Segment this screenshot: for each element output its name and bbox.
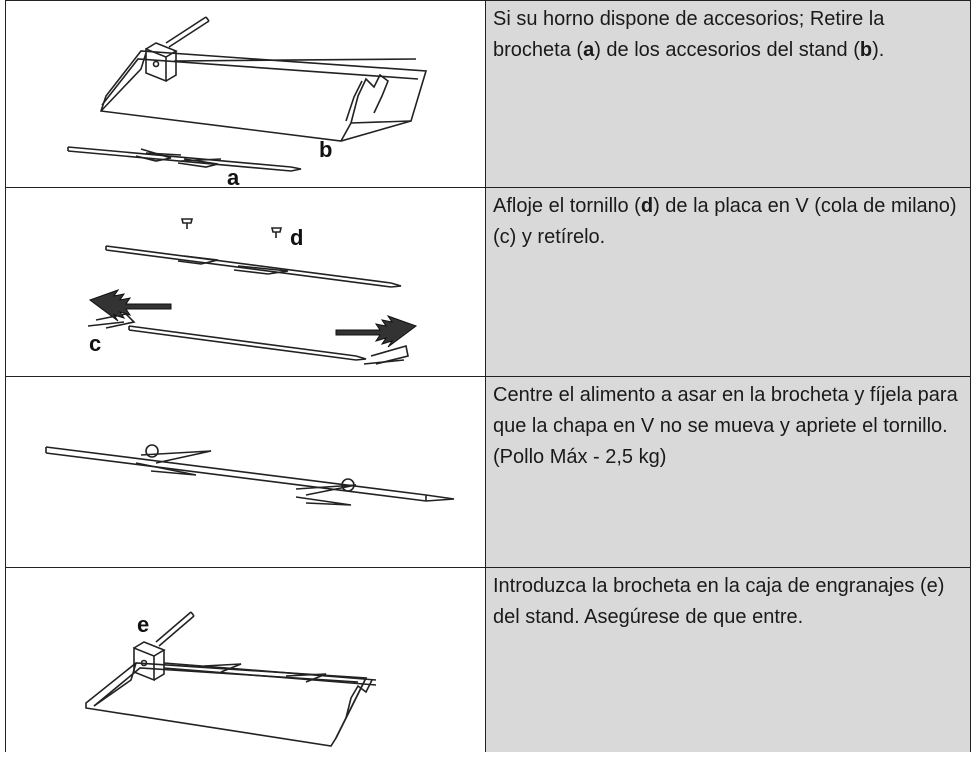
step-2-illustration-cell: d c — [5, 187, 486, 377]
step-1-text: Si su horno dispone de accesorios; Retir… — [493, 8, 885, 61]
step-1-illustration-cell: a b — [5, 0, 486, 188]
step-2-text-cell: Afloje el tornillo (d) de la placa en V … — [485, 187, 971, 377]
skewer-in-gearbox-illustration: e — [85, 611, 377, 747]
step-row-1: a b Si su horno dispone de accesorios; R… — [5, 0, 971, 188]
step-row-2: d c Afloje el tornillo (d) de la placa e… — [5, 187, 971, 377]
skewer-disassembly-illustration: d c — [87, 218, 418, 365]
label-a: a — [227, 165, 240, 187]
step-4-text: Introduzca la brocheta en la caja de eng… — [493, 575, 945, 628]
step-row-4: e Introduzca la brocheta en la caja de e… — [5, 567, 971, 752]
step-4-illustration-cell: e — [5, 567, 486, 752]
label-e: e — [137, 612, 149, 637]
step-4-text-cell: Introduzca la brocheta en la caja de eng… — [485, 567, 971, 752]
label-d: d — [290, 225, 303, 250]
step-3-text: Centre el alimento a asar en la brocheta… — [493, 384, 958, 468]
step-row-3: Centre el alimento a asar en la brocheta… — [5, 376, 971, 568]
step-3-text-cell: Centre el alimento a asar en la brocheta… — [485, 376, 971, 568]
step-3-illustration-cell — [5, 376, 486, 568]
label-b: b — [319, 137, 332, 162]
assembled-skewer-illustration — [45, 444, 455, 506]
step-2-text: Afloje el tornillo (d) de la placa en V … — [493, 195, 957, 248]
stand-and-skewer-illustration: a b — [67, 16, 428, 187]
label-c: c — [89, 331, 101, 356]
step-1-text-cell: Si su horno dispone de accesorios; Retir… — [485, 0, 971, 188]
instruction-table: a b Si su horno dispone de accesorios; R… — [5, 0, 971, 752]
